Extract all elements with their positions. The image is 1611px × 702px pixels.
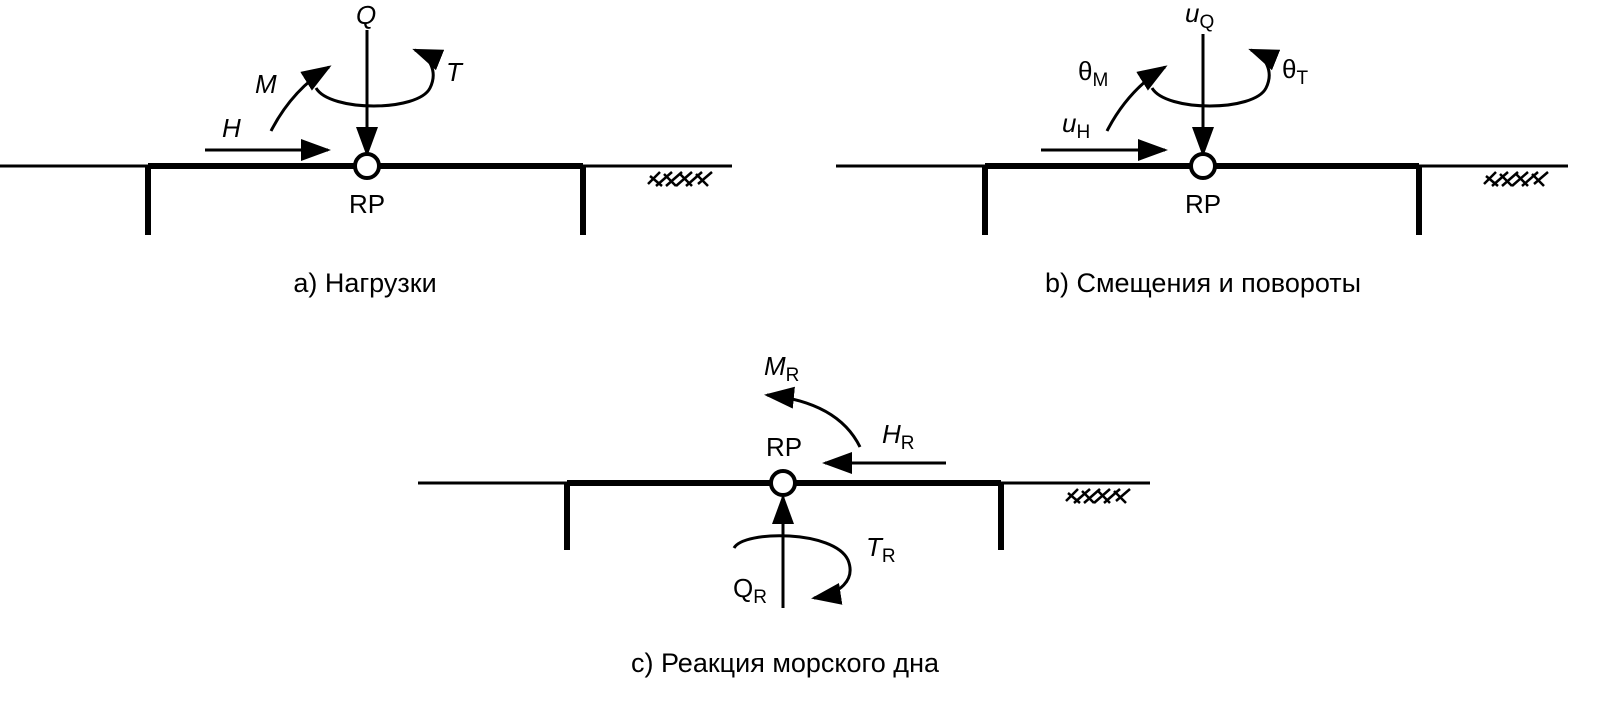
label-m: M xyxy=(255,69,277,99)
label-theta-t: θT xyxy=(1282,54,1308,89)
twist-arrow xyxy=(1150,48,1281,108)
rp-label: RP xyxy=(766,432,802,462)
caption-a: a) Нагрузки xyxy=(293,268,436,298)
torsion-arrow xyxy=(314,48,445,108)
label-u-h: uH xyxy=(1062,108,1090,143)
label-q-r: QR xyxy=(733,573,767,608)
label-t: T xyxy=(446,57,464,87)
label-m-r: MR xyxy=(764,351,799,386)
torsion-reaction-arrow xyxy=(732,534,852,605)
caption-b: b) Смещения и повороты xyxy=(1045,268,1361,298)
panel-a: RP Q T M H a) Нагрузки xyxy=(0,0,732,298)
label-t-r: TR xyxy=(866,532,896,567)
reference-point-marker xyxy=(1189,152,1217,180)
label-h: H xyxy=(222,113,241,143)
soil-hatch-icon xyxy=(1065,488,1131,504)
reference-point-marker xyxy=(769,469,797,497)
label-theta-m: θM xyxy=(1078,56,1108,91)
panel-b: RP uQ θT θM uH b) Смещения и повороты xyxy=(836,0,1568,298)
panel-c: RP MR HR TR QR c) Реакция морского дна xyxy=(418,351,1150,678)
label-h-r: HR xyxy=(882,419,915,454)
label-q: Q xyxy=(356,0,376,30)
reference-point-marker xyxy=(353,152,381,180)
caption-c: c) Реакция морского дна xyxy=(631,648,940,678)
rp-label: RP xyxy=(1185,189,1221,219)
moment-reaction-arrow xyxy=(764,386,862,448)
rotation-arrow xyxy=(1105,65,1168,132)
label-u-q: uQ xyxy=(1185,0,1214,33)
soil-hatch-icon xyxy=(1483,171,1549,187)
rp-label: RP xyxy=(349,189,385,219)
soil-hatch-icon xyxy=(647,171,713,187)
moment-arrow xyxy=(269,65,332,132)
